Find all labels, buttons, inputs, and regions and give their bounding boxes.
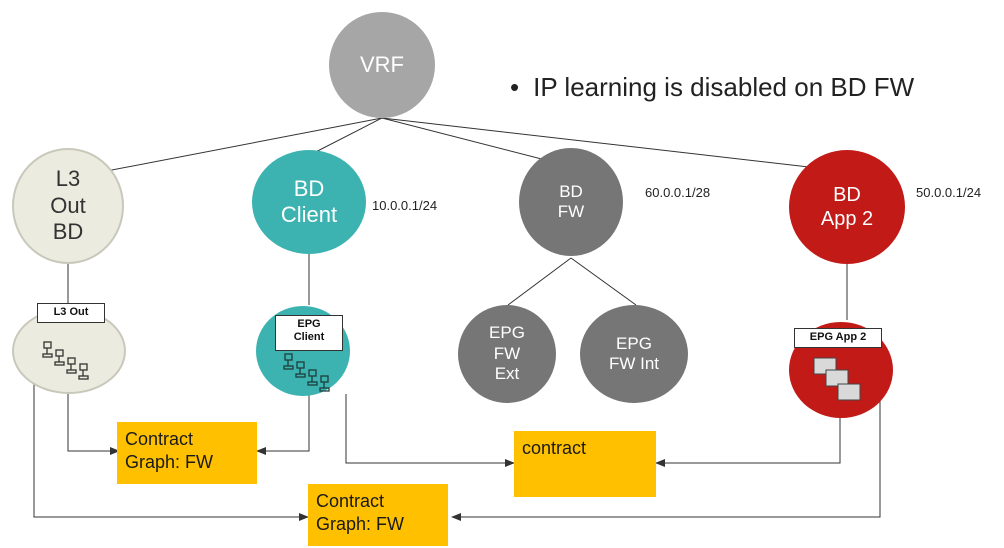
bd-fw-subnet: 60.0.0.1/28 — [645, 185, 711, 200]
epg-fw-int-line-1: EPG — [616, 333, 652, 353]
bd-app2-subnet: 50.0.0.1/24 — [916, 185, 982, 200]
contract-graph-fw-2-line-1: Contract — [316, 491, 385, 511]
vrf-node[interactable]: VRF — [329, 12, 435, 118]
l3out-bd-node[interactable]: L3 Out BD — [12, 148, 124, 264]
l3out-bd-line-1: L3 — [55, 166, 81, 192]
edge-bd-fw-ext — [507, 257, 572, 306]
bd-client-line-1: BD — [293, 175, 325, 201]
bullet-marker: • — [510, 72, 520, 102]
bd-client-subnet: 10.0.0.1/24 — [372, 198, 438, 213]
epg-client-label-box: EPG Client — [275, 315, 343, 351]
ip-learning-note-text: IP learning is disabled on BD FW — [533, 72, 915, 102]
arrow-client-to-contract-graph-1 — [256, 394, 310, 455]
contract-graph-fw-2[interactable]: Contract Graph: FW — [308, 484, 448, 546]
epg-client-label-line-2: Client — [293, 330, 325, 343]
epg-fw-ext-line-3: Ext — [494, 364, 520, 384]
endpoint-group-icon — [42, 341, 89, 380]
contract-graph-fw-1-line-1: Contract — [125, 429, 194, 449]
edge-vrf-bd-app2 — [381, 117, 836, 171]
contract-plain-label: contract — [522, 438, 587, 458]
epg-fw-ext-node[interactable]: EPG FW Ext — [458, 305, 556, 403]
epg-app2-label: EPG App 2 — [809, 331, 867, 343]
arrow-app2-to-contract — [655, 412, 841, 467]
epg-app2-label-box: EPG App 2 — [794, 328, 882, 348]
arrow-l3out-to-contract-graph-2 — [33, 382, 309, 521]
bd-fw-line-1: BD — [559, 181, 583, 201]
l3out-label: L3 Out — [53, 306, 89, 318]
edge-vrf-l3out-bd — [59, 117, 383, 181]
epg-fw-int-node[interactable]: EPG FW Int — [580, 305, 688, 403]
contract-graph-fw-1[interactable]: Contract Graph: FW — [117, 422, 257, 484]
bd-fw-line-2: FW — [557, 202, 585, 221]
epg-fw-ext-line-1: EPG — [489, 323, 525, 343]
bd-app2-line-1: BD — [833, 184, 861, 206]
epg-fw-int-line-2: FW Int — [608, 354, 660, 373]
l3out-bd-line-3: BD — [52, 219, 84, 245]
server-stack-icon — [813, 357, 861, 401]
endpoint-group-icon — [283, 353, 330, 392]
bd-client-line-2: Client — [280, 202, 338, 227]
contract-graph-fw-1-line-2: Graph: FW — [125, 451, 214, 472]
l3out-bd-line-2: Out — [50, 192, 86, 218]
bd-app2-node[interactable]: BD App 2 — [789, 150, 905, 264]
edge-vrf-bd-fw — [381, 117, 566, 166]
arrow-client-to-contract — [345, 394, 515, 467]
vrf-label: VRF — [360, 51, 404, 77]
epg-fw-ext-line-2: FW — [493, 343, 521, 363]
bd-fw-node[interactable]: BD FW — [519, 148, 623, 256]
ip-learning-note: • IP learning is disabled on BD FW — [510, 72, 914, 103]
arrow-app2-to-contract-graph-2 — [451, 368, 881, 521]
edge-bd-fw-int — [570, 257, 637, 306]
arrow-l3out-to-contract-graph-1 — [67, 388, 120, 455]
bd-client-node[interactable]: BD Client — [252, 150, 366, 254]
contract-plain[interactable]: contract — [514, 431, 656, 497]
l3out-label-box: L3 Out — [37, 303, 105, 323]
contract-graph-fw-2-line-2: Graph: FW — [316, 513, 405, 534]
epg-client-label-line-1: EPG — [297, 318, 321, 330]
bd-app2-line-2: App 2 — [820, 208, 874, 230]
